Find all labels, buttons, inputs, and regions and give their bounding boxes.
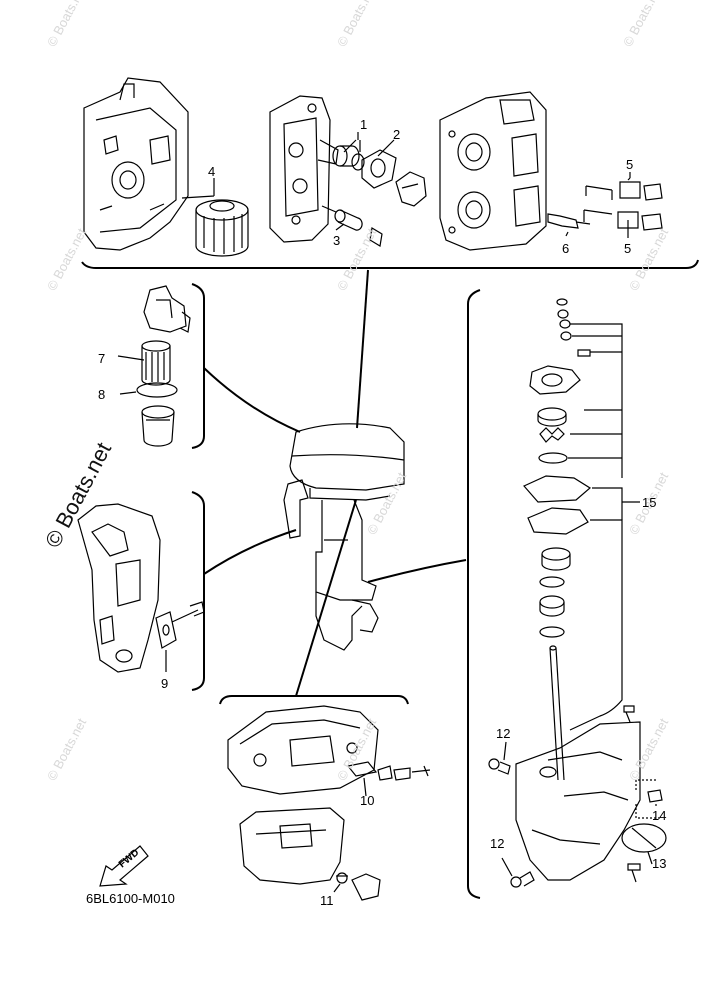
lower-unit-group-frame [467,289,481,899]
anode-leader [335,223,345,231]
swivel-bracket-illustration [77,503,161,673]
gasket-leader [377,139,395,157]
diagram-code: 6BL6100-M010 [86,891,175,906]
gasket-part [361,149,397,189]
callout-12: 12 [490,836,505,851]
upper-plug-leader [503,741,507,761]
trim-tab-leader [647,851,653,865]
fuel-filter-group-leader [203,367,301,433]
spark-plug-cap-leader-upper [627,172,631,181]
spark-plug-leader [565,231,569,237]
filter-element-leader [117,355,145,361]
bracket-bolt [171,601,205,623]
grommet-part [647,789,663,803]
filter-cup-part [141,405,175,447]
callout-3: 3 [333,233,341,248]
parts-kit-bracket-lines [568,323,640,731]
callout-5: 5 [624,241,632,256]
water-pump-parts [523,298,592,638]
grommet-bracket [635,779,660,819]
o-ring-leader [119,391,137,395]
callout-10: 10 [360,793,375,808]
cylinder-side-illustration [269,95,339,243]
callout-11: 11 [320,893,334,908]
spark-plug-part [547,213,591,229]
callout-12: 12 [496,726,511,741]
cylinder-head-illustration [439,91,547,251]
top-group-leader [356,269,369,429]
drain-screw-part [336,872,348,884]
lower-plug-part [510,871,535,888]
oil-filter-leader [181,178,215,199]
oil-filter-part [195,199,249,257]
callout-1: 1 [360,117,368,132]
trim-tab-part [621,823,667,883]
callout-9: 9 [161,676,169,691]
callout-6: 6 [562,241,570,256]
fuel-filter-illustration [143,285,191,333]
drain-valve-part [346,761,431,781]
drain-screw-leader [333,883,341,893]
lower-unit-bolt [623,705,635,723]
fwd-arrow-icon [99,845,149,887]
filter-element-part [141,340,171,386]
drain-valve-leader [363,777,367,797]
lower-plug-leader [501,857,513,877]
bracket-pad-part [155,611,177,649]
callout-14: 14 [652,808,667,823]
spark-plug-cap-upper [585,181,663,201]
powerhead-leader [295,499,357,697]
thermostat-cover [395,171,427,207]
o-ring-part [136,382,178,398]
callout-7: 7 [98,351,106,366]
thermostat-part [332,145,365,171]
oil-pan-fitting [351,873,381,901]
lower-unit-illustration [515,721,641,881]
upper-plug-part [488,758,511,775]
lower-unit-leader [367,559,467,583]
spark-plug-cap-lower [583,209,663,231]
power-head-illustration [83,77,189,251]
callout-8: 8 [98,387,106,402]
fuel-filter-bracket [191,283,205,449]
bracket-group-leader [203,529,297,575]
bottom-group-bracket [219,695,409,705]
top-group-bracket [81,259,699,269]
callout-15: 15 [642,495,657,510]
callout-2: 2 [393,127,401,142]
callout-4: 4 [208,164,216,179]
anode-part [321,205,383,247]
bracket-group-frame [191,491,205,691]
oil-pan-illustration [239,807,345,885]
callout-13: 13 [652,856,667,871]
callout-5: 5 [626,157,634,172]
